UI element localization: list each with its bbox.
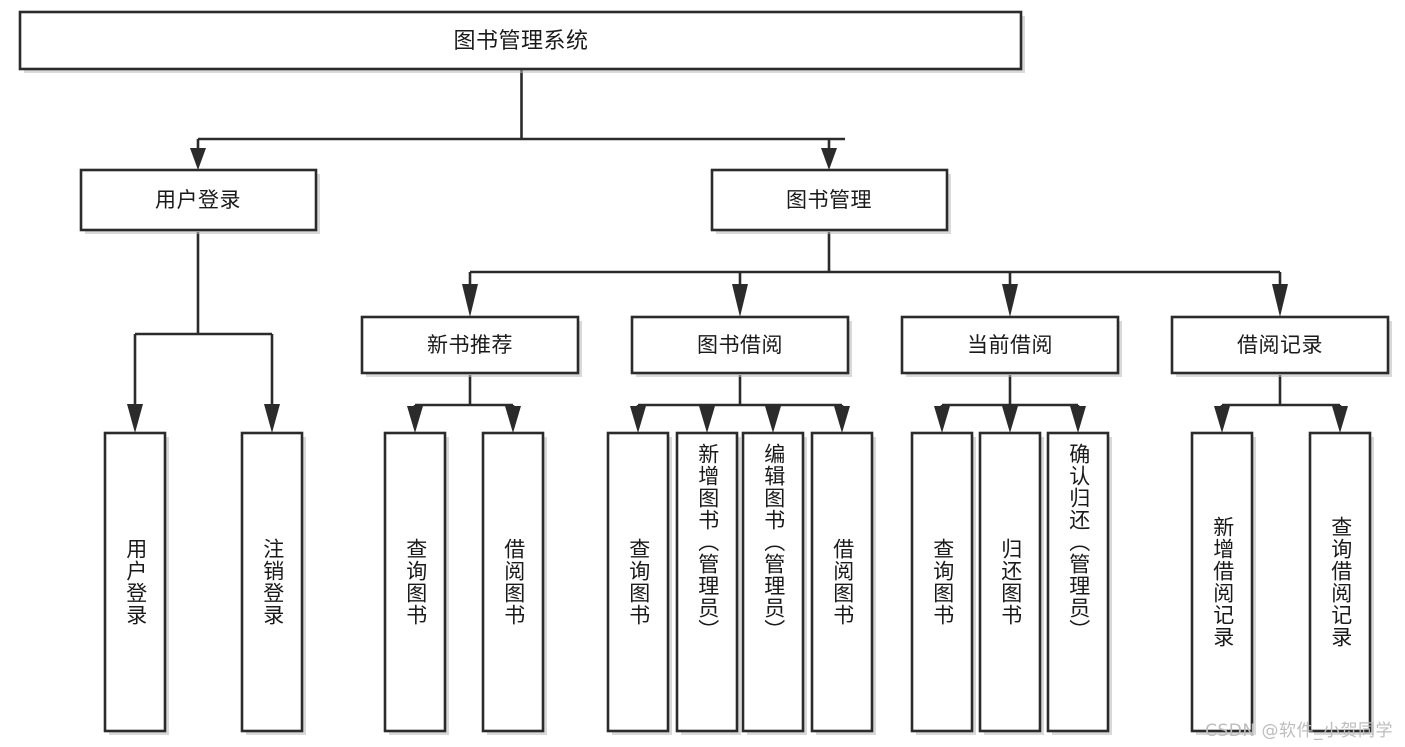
node-leaf-cur-confirm-return[interactable] [1046, 431, 1112, 735]
arrow-borrow-record [1272, 284, 1288, 317]
current-borrow-label: 当前借阅 [967, 333, 1053, 357]
node-leaf-borrow-borrow-book[interactable] [810, 431, 876, 735]
user-login-box [79, 168, 318, 232]
node-leaf-cur-return-book[interactable] [978, 431, 1044, 735]
leaf-borrow-add-book-box [675, 431, 739, 733]
book-borrow-label: 图书借阅 [697, 333, 783, 357]
node-leaf-cur-query-book[interactable] [910, 431, 976, 735]
leaf-user-login-box [103, 431, 167, 733]
arrow-cb-leaf-2 [1002, 406, 1018, 433]
leaf-rec-query-record-box [1308, 431, 1372, 733]
leaf-borrow-edit-book-box [741, 431, 805, 733]
new-book-recommend-label: 新书推荐 [427, 333, 513, 357]
node-root[interactable]: 图书管理系统 [18, 10, 1025, 73]
node-leaf-user-logout[interactable] [240, 431, 306, 735]
leaf-rec-add-record-box [1190, 431, 1254, 733]
arrow-bb-leaf-3 [765, 406, 781, 433]
node-leaf-borrow-query-book[interactable] [606, 431, 672, 735]
leaf-rec-query-book-box [383, 431, 447, 733]
book-borrow-box [630, 315, 850, 375]
new-book-recommend-box [360, 315, 580, 375]
arrow-cb-leaf-3 [1070, 406, 1086, 433]
root-label: 图书管理系统 [453, 29, 588, 54]
csdn-watermark: CSDN @软件_小贺同学 [1205, 721, 1393, 741]
root-box [18, 10, 1023, 71]
leaf-borrow-query-book-box [606, 431, 670, 733]
leaf-cur-return-book-box [978, 431, 1042, 733]
current-borrow-box [900, 315, 1120, 375]
leaf-cur-query-book-box [910, 431, 974, 733]
arrow-book-manage [821, 148, 837, 170]
node-user-login[interactable]: 用户登录 [79, 168, 320, 234]
node-new-book-recommend[interactable]: 新书推荐 [360, 315, 582, 377]
node-leaf-rec-borrow-book[interactable] [481, 431, 547, 735]
arrow-book-borrow [732, 284, 748, 317]
node-leaf-rec-add-record[interactable] [1190, 431, 1256, 735]
edges-group [127, 69, 1348, 433]
arrow-br-leaf-2 [1332, 406, 1348, 433]
leaf-cur-confirm-return-box [1046, 431, 1110, 733]
leaf-rec-borrow-book-box [481, 431, 545, 733]
node-borrow-record[interactable]: 借阅记录 [1170, 315, 1392, 377]
arrow-current-borrow [1002, 284, 1018, 317]
node-leaf-rec-query-book[interactable] [383, 431, 449, 735]
node-leaf-user-login[interactable] [103, 431, 169, 735]
node-leaf-rec-query-record[interactable] [1308, 431, 1374, 735]
node-current-borrow[interactable]: 当前借阅 [900, 315, 1122, 377]
arrow-leaf-user-login [127, 404, 143, 433]
leaf-user-logout-box [240, 431, 304, 733]
arrow-nbr-leaf-2 [505, 406, 521, 433]
arrow-bb-leaf-4 [834, 406, 850, 433]
arrow-bb-leaf-1 [630, 406, 646, 433]
leaf-borrow-borrow-book-box [810, 431, 874, 733]
book-manage-label: 图书管理 [786, 188, 872, 212]
arrow-br-leaf-1 [1214, 406, 1230, 433]
book-manage-box [710, 168, 949, 232]
node-book-borrow[interactable]: 图书借阅 [630, 315, 852, 377]
arrow-leaf-user-logout [264, 404, 280, 433]
arrow-cb-leaf-1 [934, 406, 950, 433]
borrow-record-box [1170, 315, 1390, 375]
arrow-bb-leaf-2 [699, 406, 715, 433]
node-leaf-borrow-add-book[interactable] [675, 431, 741, 735]
node-leaf-borrow-edit-book[interactable] [741, 431, 807, 735]
borrow-record-label: 借阅记录 [1237, 333, 1323, 357]
node-book-manage[interactable]: 图书管理 [710, 168, 951, 234]
leaf-boxes-group [103, 431, 1374, 735]
arrow-user-login [190, 148, 206, 170]
user-login-label: 用户登录 [155, 188, 241, 212]
arrow-nbr-leaf-1 [407, 406, 423, 433]
arrow-new-book-recommend [462, 284, 478, 317]
